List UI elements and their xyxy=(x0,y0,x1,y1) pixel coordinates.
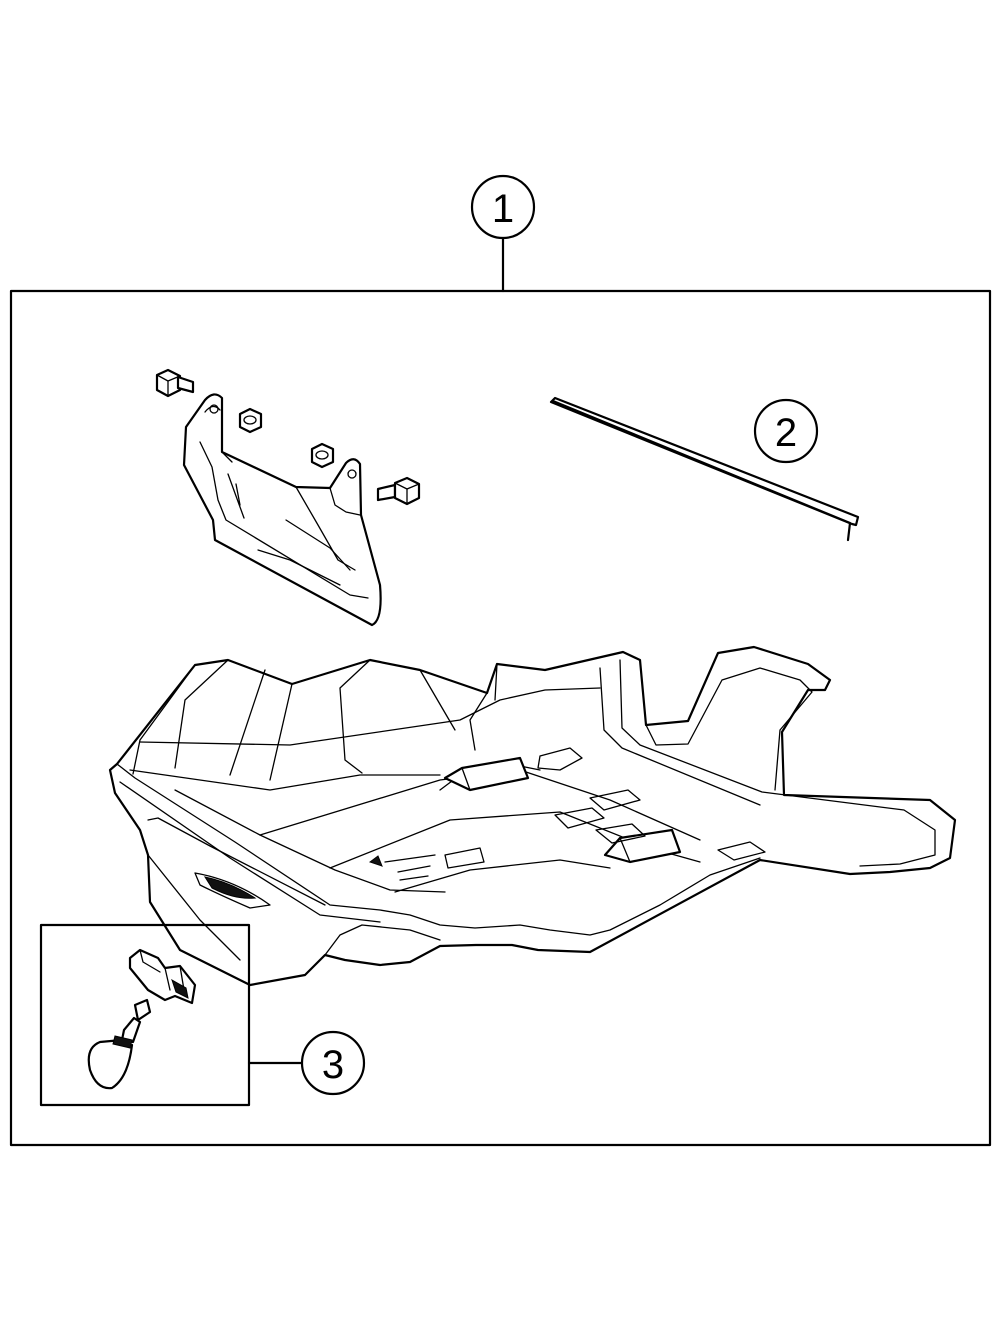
bracket-plate xyxy=(182,393,382,627)
mount-block xyxy=(603,828,682,864)
part-3-inset-frame xyxy=(39,923,251,1107)
callout-3: 3 xyxy=(247,1030,366,1096)
callout-2-circle xyxy=(753,398,819,464)
nut-icon xyxy=(310,442,335,469)
skid-plate xyxy=(108,645,957,987)
kit-frame xyxy=(9,289,992,1147)
rubber-strip xyxy=(549,396,860,542)
callout-1-label: 1 xyxy=(492,187,514,231)
callout-3-label: 3 xyxy=(322,1043,344,1087)
callout-3-circle xyxy=(300,1030,366,1096)
mounting-bracket-assembly xyxy=(155,368,421,627)
callout-2: 2 xyxy=(753,398,819,464)
quick-release-clip xyxy=(87,948,197,1090)
mount-block xyxy=(443,756,530,792)
nut-icon xyxy=(238,407,263,434)
bolt-icon xyxy=(155,368,195,398)
bolt-icon xyxy=(376,476,421,506)
callout-2-label: 2 xyxy=(775,411,797,455)
callout-1: 1 xyxy=(470,174,536,293)
